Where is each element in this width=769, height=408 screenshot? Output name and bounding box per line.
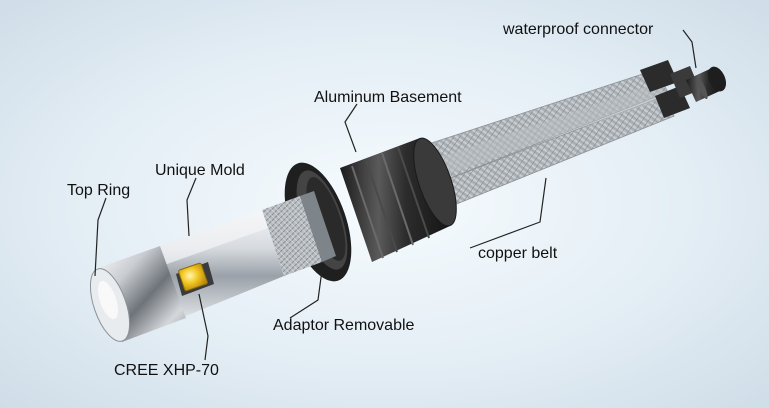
leader-line-copper-belt xyxy=(469,177,547,249)
leader-line-top-ring xyxy=(94,197,107,277)
label-cree-chip: CREE XHP-70 xyxy=(114,362,219,379)
label-adaptor-removable: Adaptor Removable xyxy=(273,317,415,334)
copper-belt-graphic xyxy=(409,69,675,215)
leader-line-mold xyxy=(186,177,197,237)
label-unique-mold: Unique Mold xyxy=(155,162,245,179)
leader-line-basement xyxy=(344,103,358,153)
label-aluminum-basement: Aluminum Basement xyxy=(314,89,462,106)
leader-line-adaptor xyxy=(289,269,323,319)
waterproof-connector-graphic xyxy=(686,66,727,102)
leader-lines xyxy=(94,29,697,361)
label-top-ring: Top Ring xyxy=(67,182,131,199)
bulb-body xyxy=(89,60,727,342)
cree-chip-graphic xyxy=(176,262,214,296)
leader-line-chip xyxy=(198,293,209,361)
label-copper-belt: copper belt xyxy=(478,245,558,262)
knurled-collar-graphic xyxy=(262,191,336,276)
top-ring-graphic xyxy=(89,246,186,342)
aluminum-basement-graphic xyxy=(340,137,457,262)
label-waterproof-connector: waterproof connector xyxy=(503,21,654,38)
leader-line-connector xyxy=(682,29,697,69)
